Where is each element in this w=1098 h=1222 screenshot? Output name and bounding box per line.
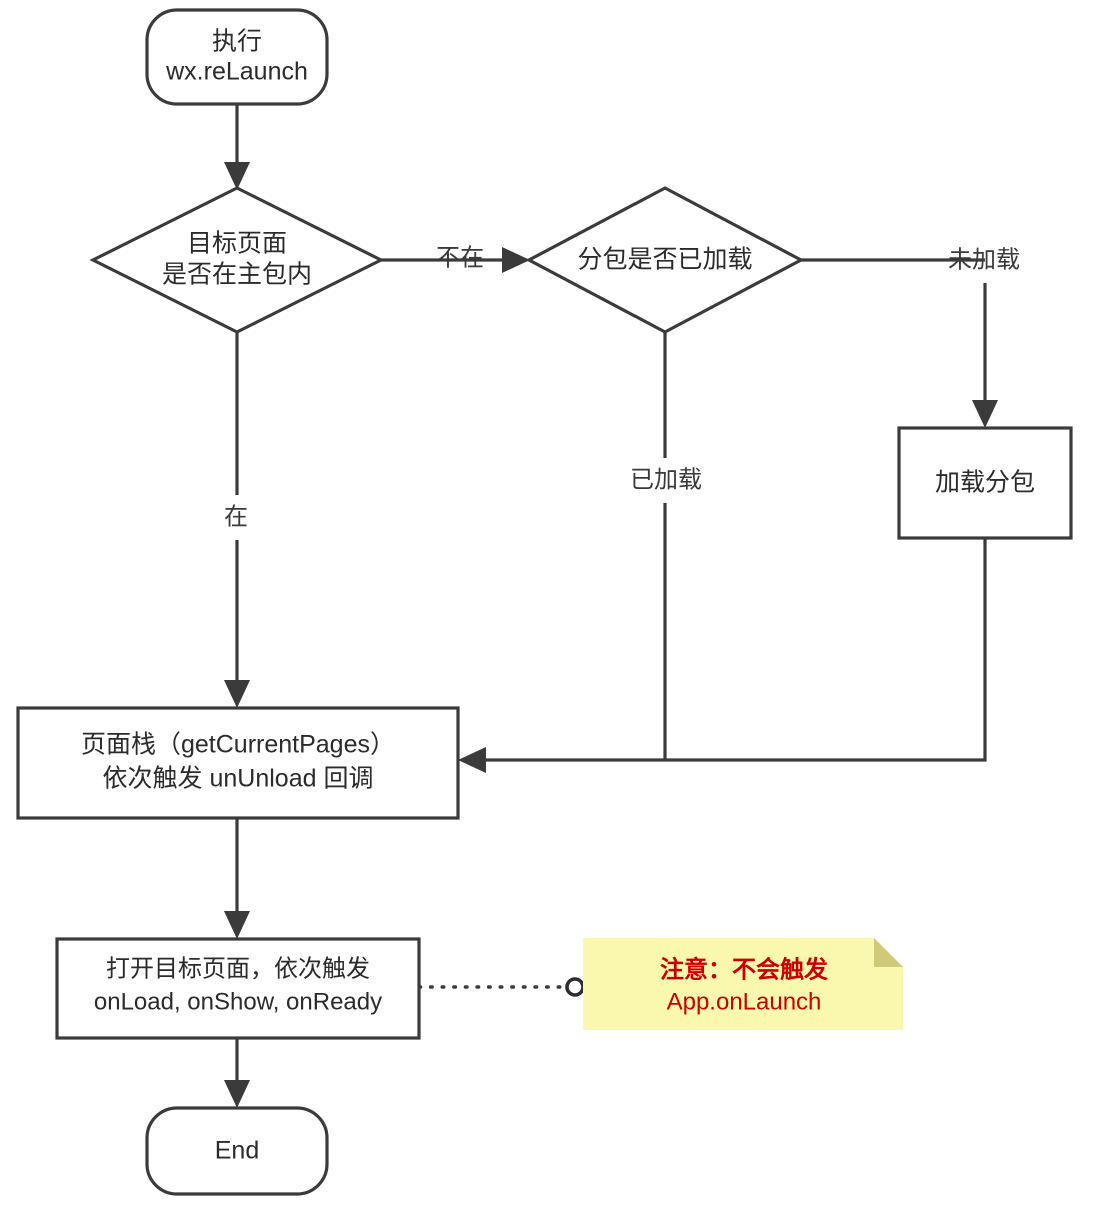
node-open-target-page-line2: onLoad, onShow, onReady xyxy=(94,988,382,1015)
node-load-subpackage-line1: 加载分包 xyxy=(935,469,1035,497)
node-load-subpackage-shape xyxy=(897,426,1073,540)
node-end-shape xyxy=(145,1106,329,1196)
edge-subpackage-not-loaded xyxy=(800,258,998,428)
node-decision-subpackage-loaded-shape xyxy=(525,186,805,334)
node-open-target-page[interactable]: 打开目标页面，依次触发 onLoad, onShow, onReady xyxy=(55,937,421,1040)
edge-not-in-main-package xyxy=(381,247,530,273)
node-start[interactable]: 执行 wx.reLaunch xyxy=(145,8,329,106)
node-start-line1: 执行 xyxy=(212,28,262,56)
note-callout[interactable]: 注意：不会触发 App.onLaunch xyxy=(583,938,903,1030)
edge-page-stack-to-open-target xyxy=(224,818,250,939)
edge-label-not-loaded: 未加载 xyxy=(948,246,1020,273)
node-decision-subpackage-loaded-line1: 分包是否已加载 xyxy=(577,246,752,274)
note-background xyxy=(583,938,903,1030)
node-page-stack-line1: 页面栈（getCurrentPages） xyxy=(81,731,395,759)
node-page-stack[interactable]: 页面栈（getCurrentPages） 依次触发 unUnload 回调 xyxy=(16,706,460,820)
note-line1: 注意：不会触发 xyxy=(660,955,828,983)
edge-label-already-loaded: 已加载 xyxy=(630,466,702,493)
edge-label-not-in-main: 不在 xyxy=(436,244,484,271)
node-end[interactable]: End xyxy=(145,1106,329,1196)
arrow-head-icon xyxy=(224,162,250,190)
node-page-stack-line2: 依次触发 unUnload 回调 xyxy=(103,765,374,793)
edge-load-subpackage-to-page-stack xyxy=(458,538,987,773)
edge-start-to-main-decision xyxy=(224,104,250,190)
note-folded-corner-icon xyxy=(874,938,903,967)
arrow-head-icon xyxy=(972,400,998,428)
node-decision-subpackage-loaded[interactable]: 分包是否已加载 xyxy=(525,186,805,334)
node-decision-main-package[interactable]: 目标页面 是否在主包内 xyxy=(89,186,385,334)
note-line2: App.onLaunch xyxy=(667,988,822,1015)
arrow-head-icon xyxy=(224,911,250,939)
edge-in-main-package xyxy=(224,333,250,708)
node-decision-main-package-shape xyxy=(89,186,385,334)
edge-open-target-to-end xyxy=(224,1038,250,1108)
node-decision-main-package-line2: 是否在主包内 xyxy=(162,261,312,289)
node-page-stack-shape xyxy=(16,706,460,820)
node-open-target-page-shape xyxy=(55,937,421,1040)
node-start-shape xyxy=(145,8,329,106)
arrow-head-icon xyxy=(458,747,486,773)
node-end-line1: End xyxy=(215,1137,259,1165)
connector-endpoint-circle-icon xyxy=(565,977,585,997)
node-open-target-page-line1: 打开目标页面，依次触发 xyxy=(106,955,370,982)
node-start-line2: wx.reLaunch xyxy=(165,58,308,86)
arrow-head-icon xyxy=(224,680,250,708)
node-decision-main-package-line1: 目标页面 xyxy=(187,230,287,258)
edge-label-in-main: 在 xyxy=(224,503,248,530)
edge-note-connector xyxy=(417,977,585,997)
node-load-subpackage[interactable]: 加载分包 xyxy=(897,426,1073,540)
arrow-head-icon xyxy=(502,247,530,273)
arrow-head-icon xyxy=(224,1080,250,1108)
